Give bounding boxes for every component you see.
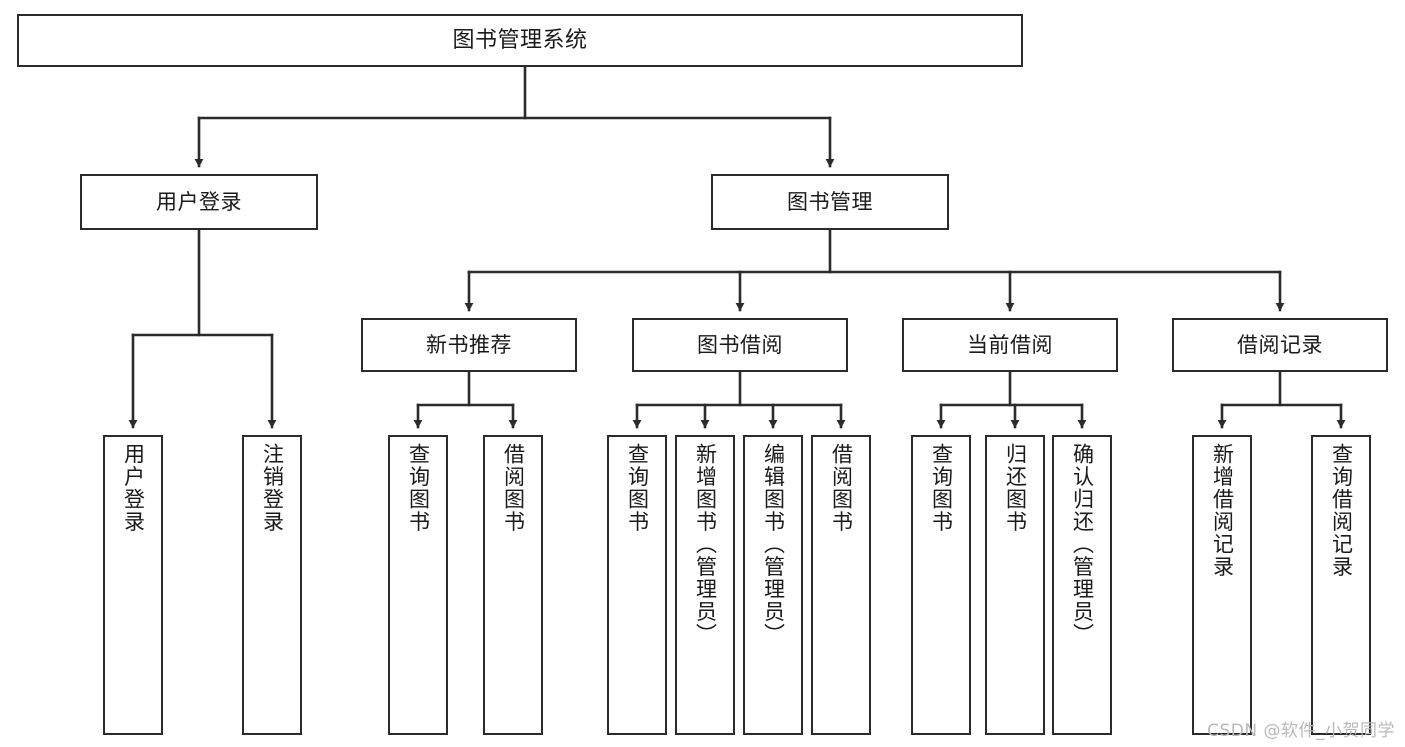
node-leaf-confirm-return-label: 确认归还（管理员） (1070, 443, 1095, 646)
node-leaf-query-book-bor-label: 查询图书 (625, 443, 650, 533)
node-leaf-add-record[interactable]: 新增借阅记录 (1192, 435, 1252, 735)
node-root-label: 图书管理系统 (452, 27, 588, 53)
node-leaf-add-book[interactable]: 新增图书（管理员） (675, 435, 735, 735)
node-leaf-query-book-cur[interactable]: 查询图书 (911, 435, 971, 735)
node-borrow-record-label: 借阅记录 (1237, 332, 1323, 357)
node-leaf-confirm-return[interactable]: 确认归还（管理员） (1052, 435, 1112, 735)
node-leaf-user-login-label: 用户登录 (121, 443, 146, 533)
node-user-login-label: 用户登录 (156, 189, 242, 214)
node-leaf-query-book-rec[interactable]: 查询图书 (388, 435, 448, 735)
node-leaf-borrow-book-bor[interactable]: 借阅图书 (811, 435, 871, 735)
node-leaf-return-book-label: 归还图书 (1003, 443, 1028, 533)
node-leaf-query-record-label: 查询借阅记录 (1329, 443, 1354, 578)
node-leaf-user-login[interactable]: 用户登录 (103, 435, 163, 735)
node-leaf-borrow-book-rec-label: 借阅图书 (501, 443, 526, 533)
node-leaf-borrow-book-bor-label: 借阅图书 (829, 443, 854, 533)
node-book-manage[interactable]: 图书管理 (711, 174, 949, 230)
node-root[interactable]: 图书管理系统 (17, 14, 1023, 67)
node-leaf-borrow-book-rec[interactable]: 借阅图书 (483, 435, 543, 735)
node-leaf-add-record-label: 新增借阅记录 (1210, 443, 1235, 578)
node-book-borrow-label: 图书借阅 (697, 332, 783, 357)
node-leaf-query-book-cur-label: 查询图书 (929, 443, 954, 533)
node-book-manage-label: 图书管理 (787, 189, 873, 214)
node-new-book-rec-label: 新书推荐 (426, 332, 512, 357)
node-book-borrow[interactable]: 图书借阅 (632, 318, 848, 372)
node-leaf-query-book-bor[interactable]: 查询图书 (607, 435, 667, 735)
node-leaf-logout-label: 注销登录 (260, 443, 285, 533)
node-current-borrow[interactable]: 当前借阅 (902, 318, 1118, 372)
node-leaf-return-book[interactable]: 归还图书 (985, 435, 1045, 735)
node-leaf-query-record[interactable]: 查询借阅记录 (1311, 435, 1371, 735)
node-leaf-logout[interactable]: 注销登录 (242, 435, 302, 735)
node-leaf-edit-book[interactable]: 编辑图书（管理员） (743, 435, 803, 735)
node-leaf-query-book-rec-label: 查询图书 (406, 443, 431, 533)
node-user-login[interactable]: 用户登录 (80, 174, 318, 230)
node-borrow-record[interactable]: 借阅记录 (1172, 318, 1388, 372)
node-leaf-edit-book-label: 编辑图书（管理员） (761, 443, 786, 646)
node-new-book-rec[interactable]: 新书推荐 (361, 318, 577, 372)
node-current-borrow-label: 当前借阅 (967, 332, 1053, 357)
node-leaf-add-book-label: 新增图书（管理员） (693, 443, 718, 646)
